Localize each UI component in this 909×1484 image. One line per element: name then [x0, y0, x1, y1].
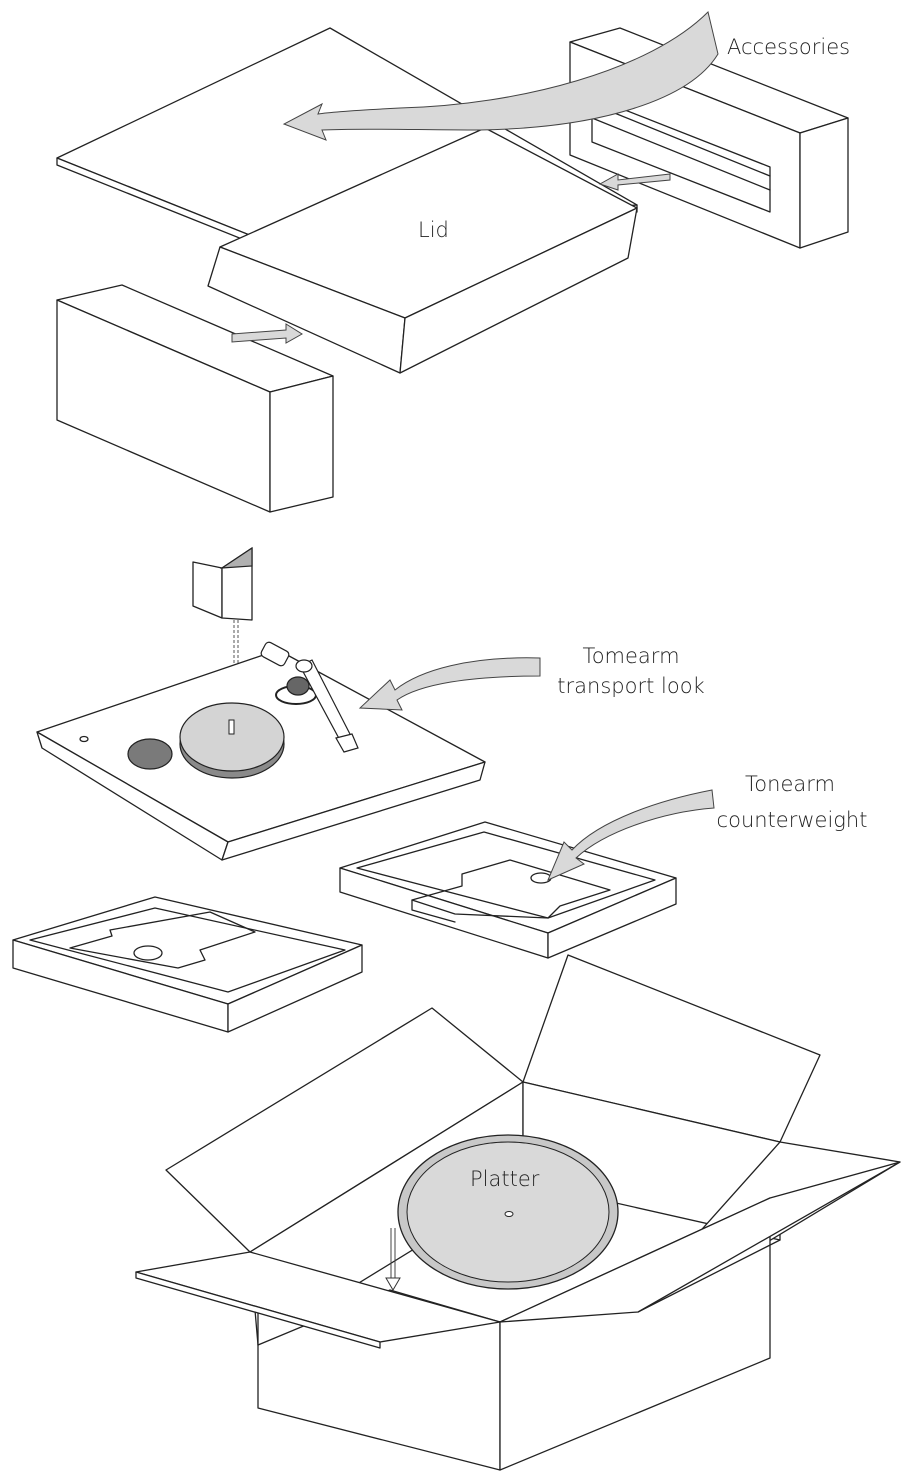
foam-tray-right — [340, 822, 676, 958]
lid-label: Lid — [418, 216, 449, 244]
tomearm-label-line2: transport look — [544, 672, 718, 700]
foam-tray-left — [13, 897, 362, 1032]
platter-label: Platter — [470, 1165, 539, 1193]
tonearm-label-line1: Tonearm — [730, 770, 850, 798]
tomearm-curved-arrow — [360, 658, 540, 710]
tonearm-label-line2: counterweight — [712, 806, 872, 834]
shipping-carton — [136, 955, 900, 1470]
turntable — [37, 641, 485, 860]
tomearm-label-line1: Tomearm — [570, 642, 692, 670]
insert-arrow-foam — [232, 324, 302, 343]
accessories-label: Accessories — [727, 33, 850, 61]
